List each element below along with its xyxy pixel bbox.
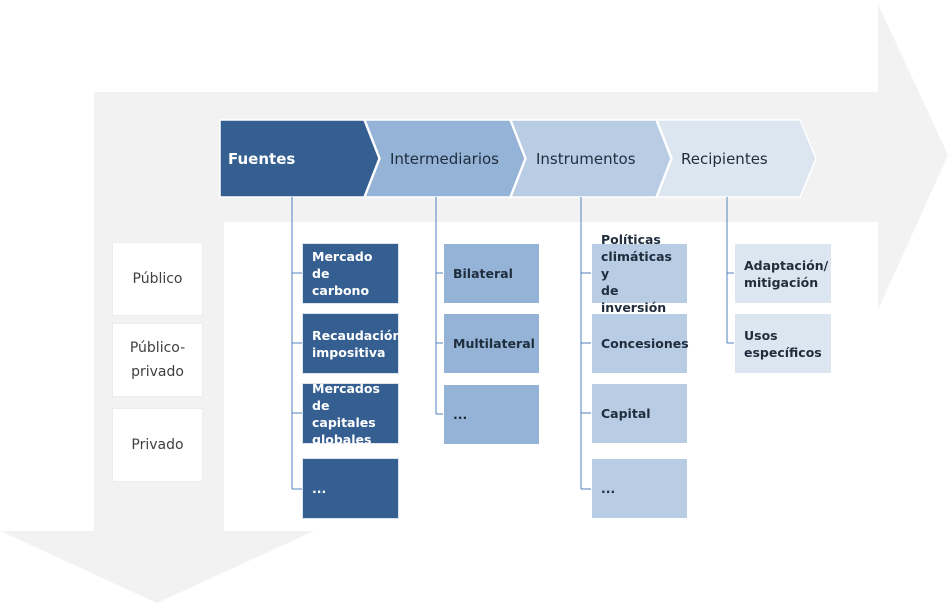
item-line: ... — [453, 407, 468, 422]
item-line: climáticas y — [601, 249, 672, 281]
item-line: carbono — [312, 283, 370, 298]
item-line: Bilateral — [453, 266, 513, 281]
category-label: privado — [131, 364, 184, 380]
connectors-intermediarios — [435, 197, 443, 415]
item-line: mitigación — [744, 274, 819, 290]
connectors-fuentes — [291, 197, 302, 490]
header-instrumentos: Instrumentos — [536, 149, 636, 168]
item-line: de inversión — [601, 283, 667, 315]
item-line: Mercado de — [312, 249, 373, 281]
item-line: específicos — [744, 344, 822, 360]
category-privado: Privado — [112, 408, 203, 482]
chevron-instrumentos — [509, 119, 672, 198]
fuentes-item-mercado-carbono: Mercado de carbono — [302, 243, 399, 304]
intermediarios-item-multilateral: Multilateral — [443, 313, 540, 374]
item-line: Recaudación — [312, 327, 402, 343]
recipientes-item-adaptacion-mitigacion: Adaptación/mitigación — [734, 243, 832, 304]
header-recipientes: Recipientes — [681, 149, 768, 168]
item-line: Adaptación/ — [744, 257, 829, 273]
item-line: ... — [601, 481, 616, 496]
item-line: ... — [312, 481, 327, 496]
connectors-recipientes — [726, 197, 734, 344]
item-line: Usos — [744, 327, 778, 343]
category-publico-privado: Público- privado — [112, 323, 203, 397]
chevron-intermediarios — [363, 119, 526, 198]
item-line: Concesiones — [601, 336, 689, 351]
instrumentos-item-ellipsis: ... — [591, 458, 688, 519]
instrumentos-item-concesiones: Concesiones — [591, 313, 689, 374]
category-publico: Público — [112, 242, 203, 316]
category-label: Público — [132, 271, 183, 287]
instrumentos-item-capital: Capital — [591, 383, 688, 444]
intermediarios-item-ellipsis: ... — [443, 384, 540, 445]
item-line: Capital — [601, 406, 651, 421]
item-line: impositiva — [312, 344, 386, 360]
header-intermediarios: Intermediarios — [390, 149, 499, 168]
connectors-instrumentos — [580, 197, 591, 490]
item-line: Políticas — [601, 232, 661, 247]
item-line: capitales — [312, 414, 376, 430]
intermediarios-item-bilateral: Bilateral — [443, 243, 540, 304]
fuentes-item-ellipsis: ... — [302, 458, 399, 519]
category-label: Público- — [129, 340, 186, 356]
chevron-recipientes — [655, 119, 817, 198]
item-line: Multilateral — [453, 336, 535, 351]
item-line: Mercados de — [312, 380, 380, 413]
item-line: globales — [312, 431, 372, 447]
chevron-fuentes — [219, 119, 380, 198]
category-label: Privado — [131, 437, 184, 453]
header-fuentes: Fuentes — [228, 149, 296, 168]
